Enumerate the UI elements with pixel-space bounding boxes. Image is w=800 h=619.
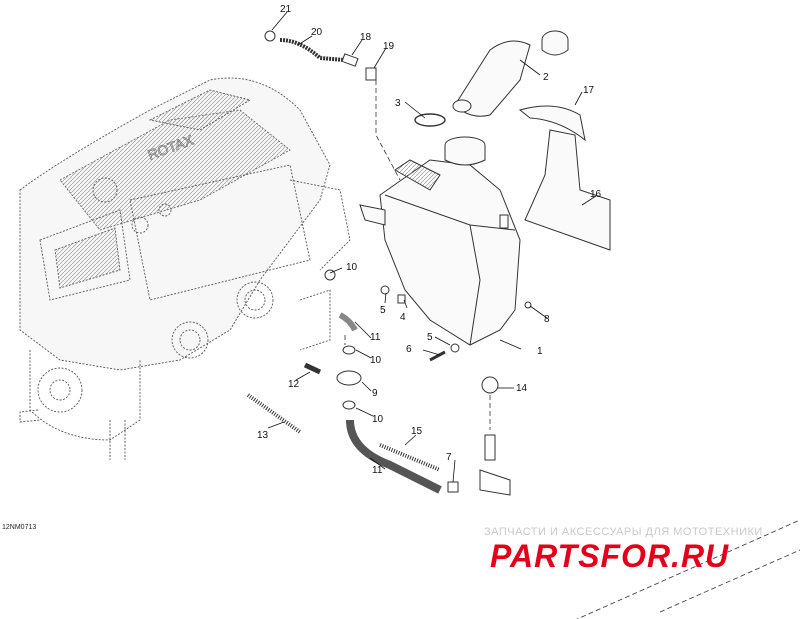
callout-8: 9: [372, 388, 378, 399]
callout-5a: 5: [380, 305, 386, 316]
callout-12: 12: [288, 379, 300, 390]
callout-3: 3: [395, 98, 401, 109]
vent-hose-assembly: [264, 30, 377, 81]
callout-4: 4: [400, 312, 406, 323]
watermark-logo-text: PARTSFOR.RU: [490, 538, 729, 574]
insulation-part: [524, 129, 611, 251]
filler-hose: [452, 30, 569, 117]
callout-17: 17: [583, 85, 595, 96]
callout-15: 14: [516, 383, 528, 394]
callout-5b: 5: [427, 332, 433, 343]
callout-19: 19: [383, 41, 395, 52]
callout-16: 16: [590, 189, 602, 200]
leader-lines: [267, 11, 597, 483]
callout-1: 1: [537, 346, 543, 357]
callout-11b: 11: [372, 465, 383, 476]
diagram-code: 12NM0713: [2, 524, 37, 531]
callout-18: 18: [360, 32, 372, 43]
callout-10a: 10: [370, 355, 382, 366]
callout-11a: 11: [370, 332, 381, 343]
callout-10c: 7: [446, 452, 452, 463]
callout-2: 2: [543, 72, 549, 83]
callout-9: 10: [346, 262, 358, 273]
callout-labels: 21 20 18 19 3 2 17 16 10 5 4 5 6 8 1 11 …: [257, 4, 602, 476]
watermark-logo: PARTSFOR.RU: [490, 538, 729, 574]
callout-6: 6: [406, 344, 412, 355]
guide-lines: [344, 80, 800, 619]
engine-illustration: [19, 77, 351, 460]
callout-10b: 10: [372, 414, 384, 425]
callout-7: 8: [544, 314, 550, 325]
coolant-hoses: [303, 269, 511, 496]
callout-20: 20: [311, 27, 323, 38]
coolant-reservoir: [359, 136, 532, 346]
watermark-tagline: ЗАПЧАСТИ И АКСЕССУАРЫ ДЛЯ МОТОТЕХНИКИ: [484, 526, 763, 538]
callout-14: 15: [411, 426, 423, 437]
callout-21: 21: [280, 4, 292, 15]
spring-13: [246, 393, 302, 434]
fasteners: [380, 285, 460, 362]
clamp-part: [414, 113, 446, 127]
callout-13: 13: [257, 430, 269, 441]
spring-14: [379, 443, 441, 472]
shield-part: [518, 105, 586, 142]
